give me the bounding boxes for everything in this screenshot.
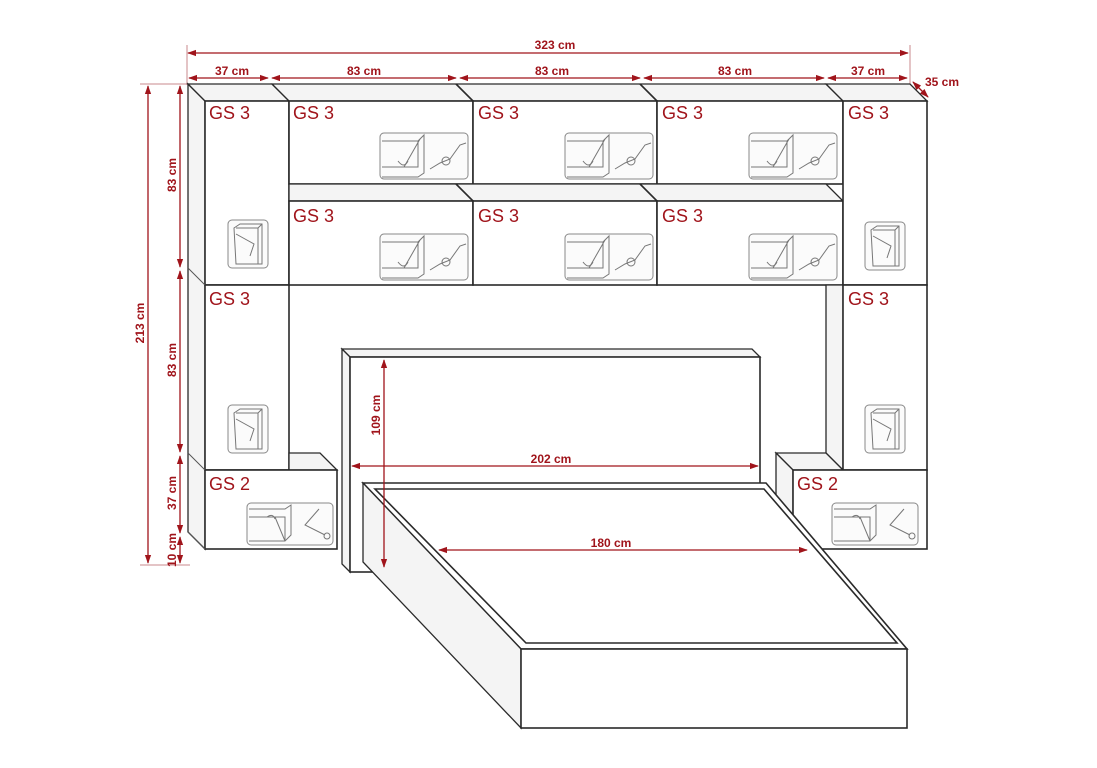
label-right-mid: GS 3 (848, 289, 889, 309)
bed-frame (361, 481, 909, 730)
label-left-top: GS 3 (209, 103, 250, 123)
label-left-mid: GS 3 (209, 289, 250, 309)
total-width-label: 323 cm (535, 38, 576, 52)
bed-dimensions: 109 cm 202 cm 180 cm (351, 359, 808, 568)
label-mid-3: GS 3 (662, 206, 703, 226)
label-mid-2: GS 3 (478, 206, 519, 226)
flap-door-icon (831, 502, 919, 546)
lift-up-door-icon (564, 233, 654, 281)
lift-up-door-icon (748, 233, 838, 281)
flap-door-icon (246, 502, 334, 546)
width-dimensions: 323 cm 37 cm 83 cm 83 cm 83 cm 37 cm 35 … (186, 38, 959, 98)
label-top-1: GS 3 (293, 103, 334, 123)
side-hinged-door-icon (864, 404, 906, 454)
side-hinged-door-icon (227, 219, 269, 269)
label-left-bottom: GS 2 (209, 474, 250, 494)
lift-up-door-icon (379, 132, 469, 180)
label-right-top: GS 3 (848, 103, 889, 123)
upper-height-label: 83 cm (165, 158, 179, 192)
label-right-bottom: GS 2 (797, 474, 838, 494)
right-column-width-label: 37 cm (851, 64, 885, 78)
lower-height-label: 37 cm (165, 476, 179, 510)
label-top-3: GS 3 (662, 103, 703, 123)
left-column-width-label: 37 cm (215, 64, 249, 78)
module-labels: GS 3 GS 3 GS 3 GS 3 GS 3 GS 3 GS 3 GS 3 … (209, 103, 889, 494)
column-1-width-label: 83 cm (347, 64, 381, 78)
side-hinged-door-icon (864, 221, 906, 271)
headboard-height-label: 109 cm (369, 395, 383, 436)
label-top-2: GS 3 (478, 103, 519, 123)
label-mid-1: GS 3 (293, 206, 334, 226)
column-2-width-label: 83 cm (535, 64, 569, 78)
lift-up-door-icon (379, 233, 469, 281)
depth-label: 35 cm (925, 75, 959, 89)
column-3-width-label: 83 cm (718, 64, 752, 78)
middle-height-label: 83 cm (165, 343, 179, 377)
plinth-height-label: 10 cm (165, 533, 179, 567)
lift-up-door-icon (564, 132, 654, 180)
mattress-width-label: 180 cm (591, 536, 632, 550)
height-dimensions: 213 cm 83 cm 83 cm 37 cm 10 cm (133, 83, 190, 567)
headboard-width-label: 202 cm (531, 452, 572, 466)
side-hinged-door-icon (227, 404, 269, 454)
total-height-label: 213 cm (133, 303, 147, 344)
lift-up-door-icon (748, 132, 838, 180)
